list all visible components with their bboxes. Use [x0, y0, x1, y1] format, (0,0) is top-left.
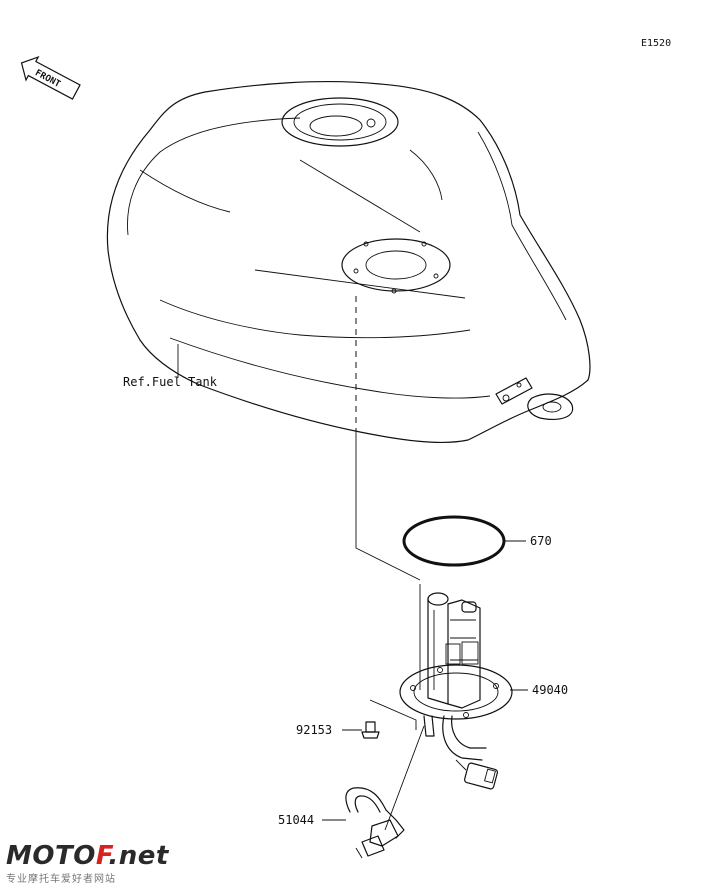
watermark-tagline: 专业摩托车爱好者网站 — [6, 874, 116, 885]
hose-clamp-label: 51044 — [278, 813, 314, 827]
site-watermark: MOTOF.net 专业摩托车爱好者网站 — [6, 843, 169, 885]
fuel-pump-assembly — [399, 584, 513, 790]
bolt-icon — [361, 721, 380, 739]
fuel-tank-ref-label: Ref.Fuel Tank — [123, 375, 218, 389]
figure-code: E1520 — [641, 38, 671, 49]
watermark-logo: MOTOF.net — [6, 841, 169, 871]
fuel-tank — [106, 80, 591, 444]
fuel-hose — [345, 725, 425, 859]
bolt-label: 92153 — [296, 723, 332, 737]
o-ring-label: 670 — [530, 534, 552, 548]
front-arrow-icon: FRONT — [20, 55, 81, 100]
o-ring — [402, 515, 506, 567]
alignment-line — [355, 432, 421, 581]
fuel-pump-label: 49040 — [532, 683, 568, 697]
bolt-guide-line — [369, 699, 417, 730]
